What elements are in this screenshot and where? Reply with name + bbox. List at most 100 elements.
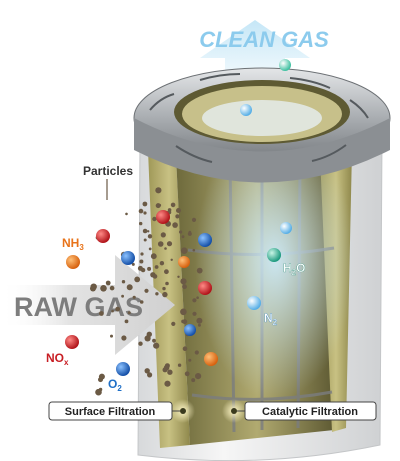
n2-label: N2	[264, 311, 278, 327]
nox-molecule	[65, 335, 79, 349]
particle-dot	[115, 306, 121, 312]
particle-dot	[127, 311, 131, 315]
o2-label: O2	[108, 377, 122, 393]
particle-dot	[184, 371, 190, 377]
particle-dot	[90, 283, 97, 290]
particle-dot	[179, 230, 183, 234]
particle-dot	[124, 319, 129, 324]
particle-dot	[165, 281, 169, 286]
particle-dot	[138, 341, 143, 346]
h2o-molecule	[267, 248, 281, 262]
particle-dot	[162, 286, 166, 291]
particle-dot	[191, 378, 196, 383]
particle-dot	[100, 285, 107, 292]
particle-dot	[176, 208, 181, 213]
particle-dot	[181, 319, 185, 324]
particle-dot	[182, 346, 188, 352]
particle-dot	[177, 363, 182, 367]
particle-dot	[147, 266, 152, 271]
particle-dot	[187, 231, 192, 236]
top-ring	[133, 67, 391, 183]
particle-dot	[147, 234, 153, 239]
catalytic-filtration-callout: Catalytic Filtration	[222, 399, 377, 423]
particle-dot	[180, 308, 187, 316]
particle-dot	[191, 217, 197, 222]
catalyst-layer-left	[148, 150, 190, 448]
o2-molecule	[121, 251, 135, 265]
particle-dot	[192, 298, 197, 303]
o2-molecule	[116, 362, 130, 376]
particle-dot	[144, 288, 149, 293]
ring-vent-slots	[149, 73, 369, 163]
particle-dot	[139, 259, 144, 264]
particle-dot	[196, 267, 203, 274]
particle-dot	[126, 284, 133, 291]
particle-dot	[182, 284, 187, 290]
particle-dot	[142, 201, 148, 207]
particle-dot	[170, 258, 173, 261]
particle-dot	[132, 295, 136, 299]
o2-molecule	[198, 233, 212, 247]
nox-molecule	[198, 281, 212, 295]
particle-dot	[181, 235, 185, 239]
particle-dot	[171, 321, 176, 326]
particle-dot	[144, 368, 150, 374]
particle-dot	[152, 338, 156, 343]
particle-dot	[140, 267, 146, 273]
particle-dot	[98, 387, 103, 392]
nh3-label: NH3	[62, 236, 84, 252]
particle-dot	[152, 216, 157, 222]
particle-dot	[170, 202, 176, 208]
particle-dot	[144, 335, 151, 342]
particle-dot	[195, 373, 202, 380]
nox-molecule	[96, 229, 110, 243]
particle-dot	[194, 350, 199, 355]
h2o-molecule	[279, 59, 291, 71]
catalytic-filtration-label: Catalytic Filtration	[262, 406, 358, 418]
surface-filtration-label: Surface Filtration	[65, 406, 156, 418]
nox-molecule	[156, 210, 170, 224]
particle-dot	[162, 291, 168, 298]
particle-dot	[148, 247, 152, 251]
molecules	[65, 59, 292, 376]
particle-dot	[121, 335, 127, 341]
particle-dot	[164, 269, 169, 275]
particle-dot	[121, 294, 124, 298]
particle-dot	[175, 214, 180, 219]
particle-dot	[167, 369, 173, 375]
particle-dot	[140, 252, 144, 256]
raw-gas-arrow	[0, 255, 175, 355]
particle-dot	[121, 280, 126, 284]
particle-dot	[172, 222, 178, 228]
particle-dot	[98, 373, 105, 380]
particle-dot	[147, 230, 150, 233]
particle-dot	[197, 323, 201, 327]
particle-dot	[188, 358, 192, 362]
nox-label: NOx	[46, 351, 69, 367]
particle-dot	[110, 334, 113, 338]
nh3-molecule	[204, 352, 218, 366]
particle-dot	[180, 247, 188, 254]
n2-molecule	[240, 104, 252, 116]
particle-dot	[99, 311, 104, 316]
particle-dot	[155, 187, 162, 194]
particle-dot	[138, 208, 144, 214]
particle-dot	[166, 241, 173, 247]
particle-dot	[158, 203, 162, 207]
particle-dot	[196, 296, 199, 300]
particle-dot	[143, 238, 147, 242]
particle-dot	[139, 300, 144, 304]
particle-dot	[164, 380, 171, 387]
particle-dot	[159, 261, 165, 266]
particle-dot	[142, 228, 148, 234]
n2-molecule	[247, 296, 261, 310]
nh3-molecule	[178, 256, 190, 268]
surface-filtration-callout: Surface Filtration	[48, 399, 195, 423]
particle-dot	[157, 241, 164, 247]
nh3-molecule	[66, 255, 80, 269]
particle-dot	[125, 212, 128, 216]
particle-dot	[162, 367, 168, 373]
particle-dot	[134, 276, 141, 283]
